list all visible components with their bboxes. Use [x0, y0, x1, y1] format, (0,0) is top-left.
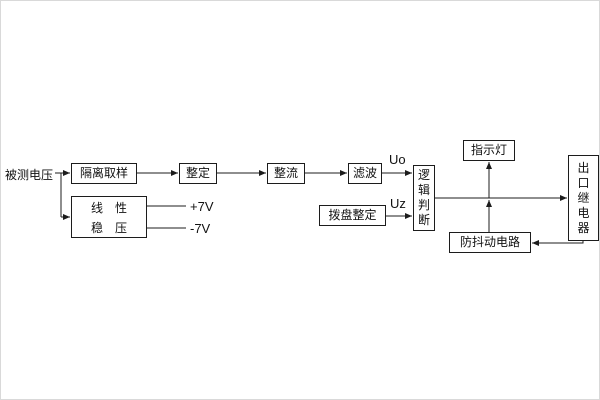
linear-regulator-line1: 线 性: [90, 200, 127, 215]
measured-voltage-label: 被测电压: [5, 168, 54, 182]
logic-judgment-label: 逻辑判断: [418, 168, 431, 227]
linear-regulator-box: 线 性 稳 压: [71, 196, 147, 238]
output-relay-box: 出口继电器: [568, 155, 599, 241]
filter-box: 滤波: [348, 163, 382, 184]
output-relay-label: 出口继电器: [577, 160, 590, 235]
rectifier-box: 整流: [267, 163, 305, 184]
linear-regulator-line2: 稳 压: [90, 220, 127, 235]
minus-7v-label: -7V: [190, 221, 211, 236]
dial-setting-box: 拨盘整定: [319, 205, 386, 226]
indicator-light-box: 指示灯: [463, 140, 515, 161]
logic-judgment-box: 逻辑判断: [413, 165, 435, 231]
setting-box: 整定: [179, 163, 217, 184]
anti-jitter-circuit-box: 防抖动电路: [449, 232, 531, 253]
uz-signal-label: Uz: [390, 196, 406, 211]
isolation-sampling-box: 隔离取样: [71, 163, 137, 184]
uo-signal-label: Uo: [389, 152, 406, 167]
plus-7v-label: +7V: [190, 199, 214, 214]
